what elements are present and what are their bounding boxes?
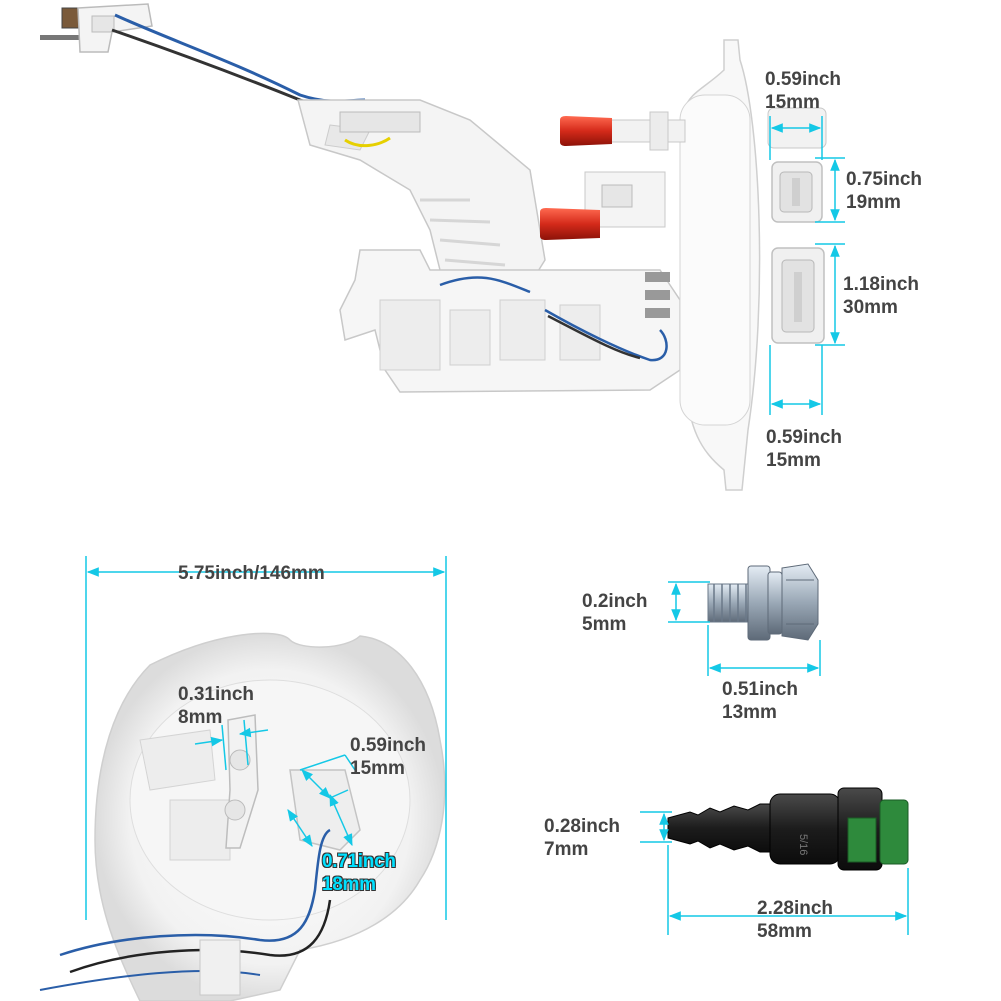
inch-value: 1.18inch [843, 274, 920, 295]
inch-value: 0.75inch [846, 169, 923, 190]
inch-value: 0.59inch [350, 735, 427, 756]
mm-value: 19mm [846, 192, 901, 213]
connector-marking: 5/16 [797, 834, 809, 855]
mm-value: 15mm [350, 758, 405, 779]
fuel-pump-assembly-side-view [40, 3, 827, 491]
outlet-diameter-label: 0.31inch 8mm [178, 683, 254, 729]
flange-diameter-value: 5.75inch/146mm [178, 563, 325, 584]
inch-value: 2.28inch [757, 898, 834, 919]
mm-value: 15mm [765, 92, 820, 113]
bottom-connector-wide-label: 0.71inch 18mm [322, 850, 396, 896]
hose-barb-label: 0.28inch 7mm [544, 815, 620, 861]
inch-value: 0.31inch [178, 684, 255, 705]
mm-value: 18mm [322, 874, 376, 895]
mm-value: 58mm [757, 921, 812, 942]
large-connector-label: 1.18inch 30mm [843, 273, 919, 319]
small-connector-label: 0.75inch 19mm [846, 168, 922, 214]
flange-diameter-label: 5.75inch/146mm [178, 562, 325, 585]
inch-value: 0.71inch [322, 851, 396, 872]
flange-top-view [39, 632, 446, 1001]
return-tube [540, 171, 666, 240]
bolt-thread-label: 0.2inch 5mm [582, 590, 647, 636]
level-sender-head [40, 3, 153, 53]
mm-value: 13mm [722, 702, 777, 723]
inch-value: 0.51inch [722, 679, 799, 700]
quick-connector-length-label: 2.28inch 58mm [757, 897, 833, 943]
bolt-length-label: 0.51inch 13mm [722, 678, 798, 724]
mm-value: 8mm [178, 707, 223, 728]
mm-value: 5mm [582, 614, 627, 635]
inch-value: 0.2inch [582, 591, 648, 612]
small-electrical-connector [771, 161, 823, 223]
red-cap-icon [560, 116, 612, 146]
inch-value: 0.59inch [765, 69, 842, 90]
mm-value: 7mm [544, 839, 589, 860]
dimension-lines [85, 116, 909, 935]
mounting-bolt [707, 563, 819, 641]
fuel-quick-connector: 5/16 [667, 787, 909, 871]
inch-value: 0.28inch [544, 816, 621, 837]
red-cap-icon [540, 208, 600, 240]
large-electrical-connector [771, 247, 825, 344]
mm-value: 15mm [766, 450, 821, 471]
bottom-connector-label: 0.59inch 15mm [350, 734, 426, 780]
top-port-width-label: 0.59inch 15mm [765, 68, 841, 114]
mm-value: 30mm [843, 297, 898, 318]
inch-value: 0.59inch [766, 427, 843, 448]
fuel-outlet-tube [560, 111, 686, 151]
connector-depth-label: 0.59inch 15mm [766, 426, 842, 472]
